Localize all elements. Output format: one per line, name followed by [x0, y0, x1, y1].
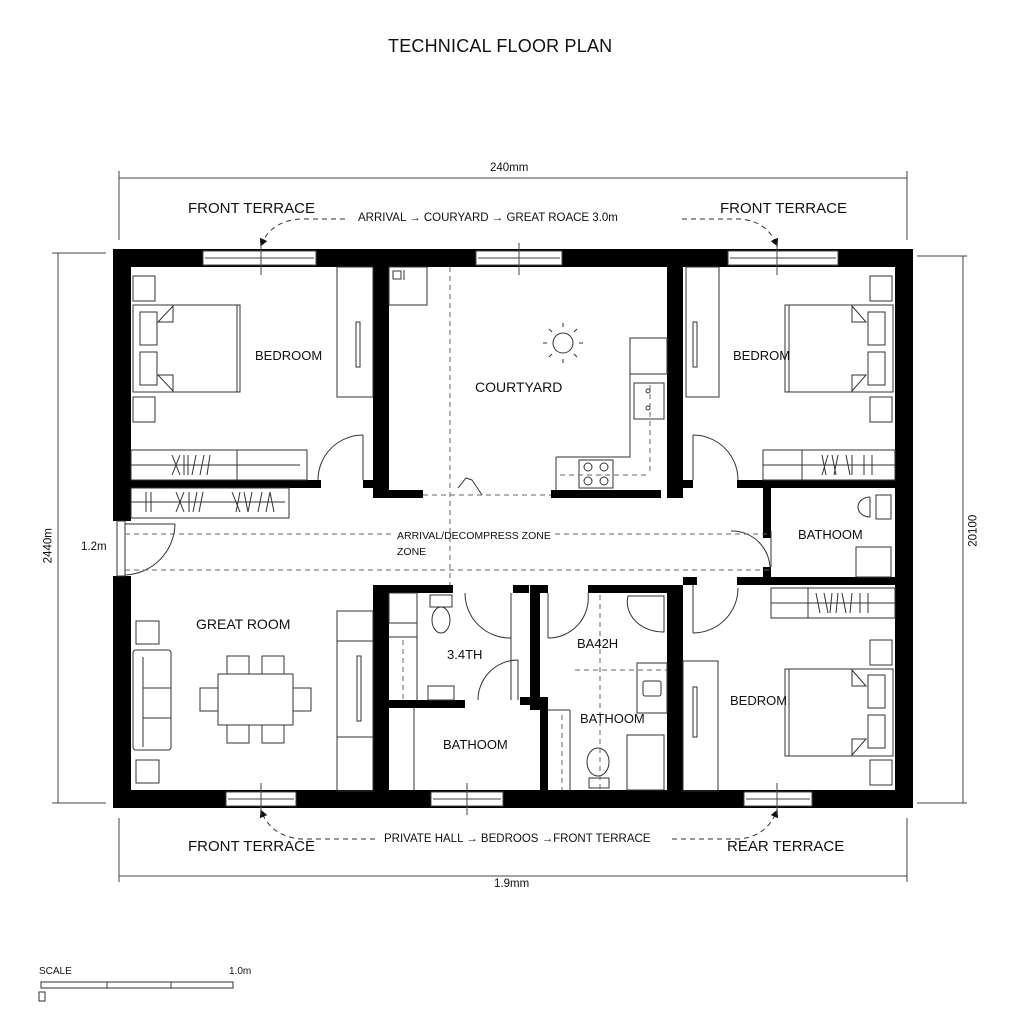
room-label-great-room: GREAT ROOM	[196, 616, 291, 632]
flow-arrows	[259, 218, 779, 840]
dimension-left-label: 2440m	[42, 528, 55, 564]
zone-label-line2: ZONE	[397, 546, 427, 558]
room-label-bedroom-se: BEDROM	[730, 693, 788, 708]
dimension-bottom-label: 1.9mm	[494, 878, 530, 890]
terrace-top-right: FRONT TERRACE	[720, 200, 847, 217]
room-label-bedroom-ne: BEDROM	[733, 348, 791, 363]
windows	[202, 243, 839, 815]
terrace-bottom-right: REAR TERRACE	[727, 838, 845, 855]
sun-icon	[543, 323, 583, 363]
flow-bottom-label: PRIVATE HALL → BEDROOS →FRONT TERRACE	[384, 833, 651, 845]
dimension-top-label: 240mm	[490, 162, 529, 174]
room-label-bath-lower: BATHOOM	[443, 737, 508, 752]
scale-value: 1.0m	[229, 966, 252, 977]
room-label-bath-center-top: BA42H	[577, 636, 619, 651]
terrace-bottom-left: FRONT TERRACE	[188, 838, 315, 855]
furniture	[116, 266, 896, 792]
scale-bar	[38, 981, 234, 1002]
circulation-lines	[125, 267, 770, 790]
entry-door-dimension: 1.2m	[81, 541, 107, 553]
exterior-walls	[113, 249, 913, 808]
room-label-bathroom-east: BATHOOM	[798, 527, 863, 542]
room-label-bath-center: BATHOOM	[580, 711, 645, 726]
dimension-lines	[52, 171, 967, 882]
room-label-bedroom-nw: BEDROOM	[255, 348, 323, 363]
page-title: TECHNICAL FLOOR PLAN	[388, 36, 613, 56]
dimension-right-label: 20100	[967, 514, 980, 547]
room-label-courtyard: COURTYARD	[475, 379, 563, 395]
zone-label-line1: ARRIVAL/DECOMPRESS ZONE	[397, 530, 551, 542]
scale-label: SCALE	[39, 966, 72, 977]
room-label-bath-small: 3.4TH	[447, 647, 483, 662]
flow-top-label: ARRIVAL → COURYARD → GREAT ROACE 3.0m	[358, 212, 618, 224]
interior-walls	[131, 262, 895, 795]
terrace-top-left: FRONT TERRACE	[188, 200, 315, 217]
